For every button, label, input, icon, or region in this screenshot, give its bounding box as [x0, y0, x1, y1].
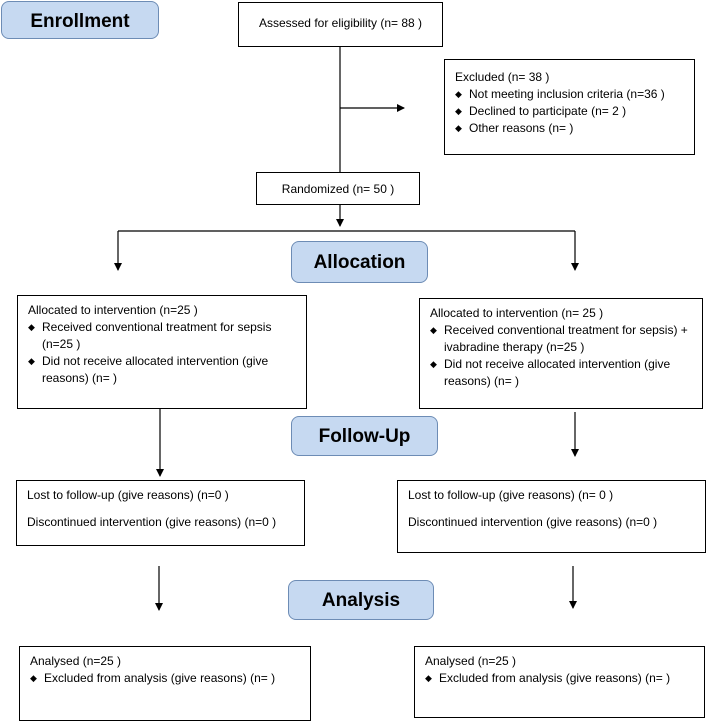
bullet-icon: ◆	[30, 673, 37, 683]
allocation-right-title: Allocated to intervention (n= 25 )	[430, 306, 604, 320]
assessed-text: Assessed for eligibility (n= 88 )	[258, 16, 423, 30]
stage-enrollment: Enrollment	[1, 1, 159, 39]
bullet-icon: ◆	[28, 356, 35, 366]
followup-left-discontinued: Discontinued intervention (give reasons)…	[27, 515, 277, 529]
bullet-icon: ◆	[455, 106, 462, 116]
list-item: ◆Received conventional treatment for sep…	[430, 323, 688, 354]
stage-analysis: Analysis	[288, 580, 434, 620]
bullet-icon: ◆	[455, 89, 462, 99]
list-item: ◆Declined to participate (n= 2 )	[455, 104, 627, 118]
followup-right-discontinued: Discontinued intervention (give reasons)…	[408, 515, 658, 529]
followup-left-box: Lost to follow-up (give reasons) (n=0 ) …	[16, 480, 305, 546]
stage-allocation: Allocation	[291, 241, 428, 283]
allocation-right-box: Allocated to intervention (n= 25 ) ◆Rece…	[419, 298, 703, 409]
analysis-left-title: Analysed (n=25 )	[30, 654, 122, 668]
bullet-icon: ◆	[28, 322, 35, 332]
randomized-box: Randomized (n= 50 )	[256, 172, 420, 205]
assessed-box: Assessed for eligibility (n= 88 )	[238, 2, 443, 47]
followup-right-lost: Lost to follow-up (give reasons) (n= 0 )	[408, 488, 614, 502]
list-item: ◆Other reasons (n= )	[455, 121, 574, 135]
stage-follow-up: Follow-Up	[291, 416, 438, 456]
list-item: ◆Did not receive allocated intervention …	[430, 357, 671, 388]
list-item: ◆Excluded from analysis (give reasons) (…	[425, 671, 671, 685]
bullet-icon: ◆	[425, 673, 432, 683]
randomized-text: Randomized (n= 50 )	[281, 182, 395, 196]
analysis-right-box: Analysed (n=25 ) ◆Excluded from analysis…	[414, 646, 705, 718]
list-item: ◆Did not receive allocated intervention …	[28, 354, 269, 385]
analysis-right-title: Analysed (n=25 )	[425, 654, 517, 668]
excluded-box: Excluded (n= 38 ) ◆Not meeting inclusion…	[444, 59, 695, 155]
analysis-left-box: Analysed (n=25 ) ◆Excluded from analysis…	[19, 646, 311, 721]
bullet-icon: ◆	[430, 325, 437, 335]
bullet-icon: ◆	[430, 359, 437, 369]
list-item: ◆Not meeting inclusion criteria (n=36 )	[455, 87, 665, 101]
excluded-title: Excluded (n= 38 )	[455, 70, 550, 84]
allocation-left-title: Allocated to intervention (n=25 )	[28, 303, 198, 317]
allocation-left-box: Allocated to intervention (n=25 ) ◆Recei…	[17, 295, 307, 409]
followup-right-box: Lost to follow-up (give reasons) (n= 0 )…	[397, 480, 706, 553]
list-item: ◆Excluded from analysis (give reasons) (…	[30, 671, 276, 685]
followup-left-lost: Lost to follow-up (give reasons) (n=0 )	[27, 488, 229, 502]
list-item: ◆Received conventional treatment for sep…	[28, 320, 272, 351]
bullet-icon: ◆	[455, 123, 462, 133]
